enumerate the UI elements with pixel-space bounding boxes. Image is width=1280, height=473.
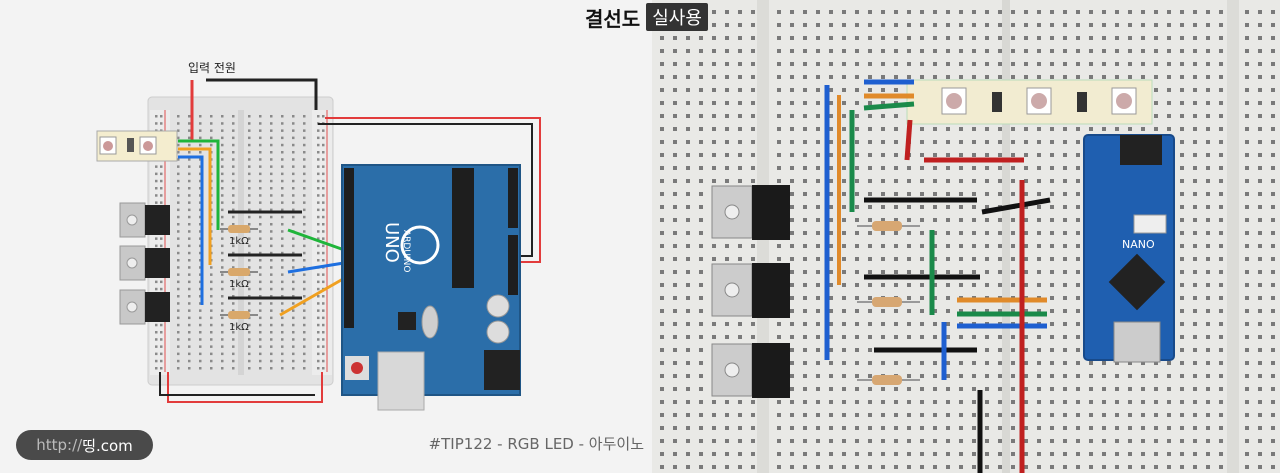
wire-power-black (206, 78, 318, 110)
wire-bottom-red (167, 372, 323, 403)
site-url-badge[interactable]: http:// 띵.com (16, 430, 153, 460)
rgb-led-strip (96, 130, 178, 162)
photo-transistor-1 (711, 185, 790, 240)
photo-resistor-2 (857, 297, 920, 307)
arduino-brand-label: ARDUINO (401, 230, 411, 272)
wire-orange-led (178, 147, 212, 265)
transistor-3 (119, 289, 170, 325)
transistor-2 (119, 245, 170, 281)
wire-orange-signal (279, 273, 351, 317)
page-title: 결선도 (585, 6, 641, 31)
resistor-3-label: 1kΩ (229, 322, 249, 333)
wire-vin-red (325, 117, 541, 263)
arduino-uno: UNO ARDUINO (341, 164, 521, 411)
wire-gnd-black (318, 123, 533, 257)
transistor-1 (119, 202, 170, 238)
url-domain: 띵.com (82, 436, 133, 455)
title-badge: 실사용 (646, 3, 708, 31)
arduino-name-label: UNO (381, 222, 402, 263)
wire-blue-signal (287, 260, 351, 274)
page-header: 결선도 실사용 (585, 3, 708, 31)
input-power-label: 입력 전원 (188, 61, 236, 75)
arduino-nano: NANO (1083, 134, 1175, 363)
url-prefix: http:// (36, 436, 83, 454)
photo-transistor-3 (711, 343, 790, 398)
photo-resistor-3 (857, 375, 920, 385)
photo-transistor-2 (711, 263, 790, 318)
resistor-2-label: 1kΩ (229, 279, 249, 290)
breadboard-diagram: 1kΩ 1kΩ 1kΩ (96, 78, 541, 411)
photo-resistor-1 (857, 221, 920, 231)
photo-panel: NANO (652, 0, 1280, 473)
wire-blue-led (178, 155, 204, 305)
wire-green-led (178, 139, 220, 230)
resistor-3 (220, 311, 258, 319)
wire-bottom-black (159, 372, 315, 396)
schematic-panel: 1kΩ 1kΩ 1kΩ (96, 61, 541, 411)
resistor-1 (220, 225, 258, 233)
photo-board-label: NANO (1122, 238, 1155, 251)
wire-green-signal (287, 228, 351, 254)
real-breadboard-photo: NANO (652, 0, 1280, 473)
photo-led-strip (906, 79, 1153, 125)
resistor-2 (220, 268, 258, 276)
resistor-1-label: 1kΩ (229, 236, 249, 247)
figure-caption: #TIP122 - RGB LED - 아두이노 (428, 435, 644, 453)
